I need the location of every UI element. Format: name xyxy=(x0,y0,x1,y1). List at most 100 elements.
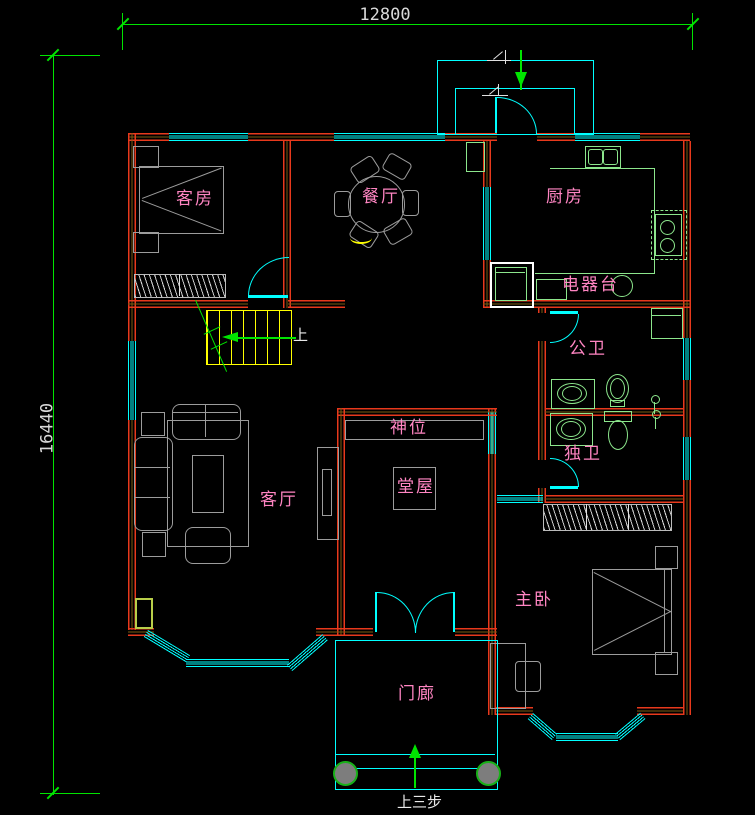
sofa-line xyxy=(135,467,170,468)
wall-guest-south xyxy=(288,300,345,308)
dining-table xyxy=(348,176,405,233)
toilet-seat xyxy=(610,378,625,399)
wash-basin-inner xyxy=(561,421,581,437)
door-ensuite-leaf xyxy=(550,486,578,489)
kitchen-sink-basin xyxy=(603,149,618,165)
wall-bay-stub-left xyxy=(128,628,154,636)
window-dining-top xyxy=(334,133,445,141)
wardrobe-divider xyxy=(628,504,629,529)
wall-top xyxy=(445,133,497,141)
window-ensuite-right xyxy=(683,437,691,480)
wall-hall-south xyxy=(455,628,497,636)
wall-master-north xyxy=(545,495,683,503)
sofa-three-seat xyxy=(134,437,173,531)
wall-hall-east xyxy=(488,408,496,715)
entry-steps-note: 上三步 xyxy=(397,793,443,811)
porch-column xyxy=(333,761,358,786)
door-kitchen-leaf xyxy=(495,97,497,133)
washing-machine-line xyxy=(651,315,681,316)
kitchen-sink xyxy=(585,146,621,168)
wall-right xyxy=(683,480,691,715)
hall-center-box xyxy=(393,467,436,510)
fridge-line xyxy=(495,272,525,273)
fridge-inner xyxy=(495,267,527,301)
level-symbol xyxy=(493,51,503,60)
stair-up-note: 上 xyxy=(293,326,309,344)
wall-hall-west xyxy=(337,408,345,636)
wall-hall-south xyxy=(337,628,373,636)
shower-head xyxy=(651,395,660,404)
wall-right xyxy=(683,380,691,437)
bed-guest xyxy=(139,166,224,234)
sofa-line xyxy=(205,405,206,437)
level-symbol xyxy=(487,60,511,61)
wall-top xyxy=(248,133,334,141)
level-symbol xyxy=(505,50,506,64)
room-label-guest: 客房 xyxy=(176,189,214,209)
altar-shelf xyxy=(345,420,484,440)
dining-highlight-arc xyxy=(350,232,372,244)
wall-master-south xyxy=(637,707,683,715)
dining-chair xyxy=(334,191,351,217)
kitchen-stove xyxy=(655,214,682,256)
stair-direction-line xyxy=(238,337,296,339)
room-label-master: 主卧 xyxy=(515,590,553,610)
room-label-dining: 餐厅 xyxy=(362,187,400,207)
elevation-marker-arrow xyxy=(515,72,527,87)
dim-ext-top-left xyxy=(122,13,123,50)
room-label-living: 客厅 xyxy=(260,490,298,510)
window-bay-bottom xyxy=(186,659,289,667)
wall-dining-kitchen xyxy=(483,260,491,308)
stove-burner xyxy=(660,238,675,253)
sofa-two-seat xyxy=(172,404,241,440)
window-guest-top xyxy=(169,133,248,141)
washing-machine xyxy=(651,308,683,339)
dim-ext-top-right xyxy=(692,13,693,50)
wall-pier xyxy=(135,598,153,629)
window-kitchen-top xyxy=(575,133,640,141)
desk-chair xyxy=(515,661,541,692)
wall-bath-west xyxy=(538,308,546,313)
door-front-right-leaf xyxy=(453,592,455,632)
nightstand xyxy=(133,146,159,168)
side-table xyxy=(141,412,165,436)
nightstand xyxy=(133,232,159,253)
door-master-opening xyxy=(497,495,543,503)
desk xyxy=(490,643,526,709)
wall-bay-stub-right xyxy=(316,628,345,636)
shower-head xyxy=(652,410,661,419)
window-masterbay-bottom xyxy=(556,733,618,741)
kitchen-counter-line xyxy=(550,168,655,169)
dim-line-left xyxy=(53,55,54,795)
door-publicbath-leaf xyxy=(550,311,578,314)
wall-top xyxy=(640,133,690,141)
wall-bath-divider xyxy=(545,408,683,416)
appliance-unit xyxy=(536,279,567,300)
kitchen-stove-dash xyxy=(651,210,687,260)
window-living-left xyxy=(128,341,136,420)
entry-arrowhead xyxy=(409,744,421,758)
dim-ext-left-bottom xyxy=(40,793,100,794)
fridge xyxy=(490,262,534,308)
armchair xyxy=(185,527,231,564)
wall-kitchen-south xyxy=(483,300,690,308)
toilet-base xyxy=(610,400,625,407)
appliance-circle xyxy=(611,275,633,297)
room-label-hall: 堂屋 xyxy=(397,477,435,497)
window-bay-left xyxy=(143,630,191,663)
wall-master-south xyxy=(496,707,533,715)
coffee-table xyxy=(192,455,224,513)
wash-basin-inner xyxy=(562,386,582,401)
kitchen-sink-basin xyxy=(588,149,603,165)
level-symbol xyxy=(482,95,508,96)
rug xyxy=(167,420,249,547)
porch-column xyxy=(476,761,501,786)
wall-guest-east xyxy=(283,141,291,308)
wall-bath-west xyxy=(538,341,546,460)
door-front-left-leaf xyxy=(375,592,377,632)
shower-line xyxy=(654,402,655,414)
window-masterbay-left xyxy=(527,713,558,741)
rear-steps-inner xyxy=(455,88,575,135)
room-label-ensuite: 独卫 xyxy=(564,444,602,464)
wardrobe-divider xyxy=(586,504,587,529)
